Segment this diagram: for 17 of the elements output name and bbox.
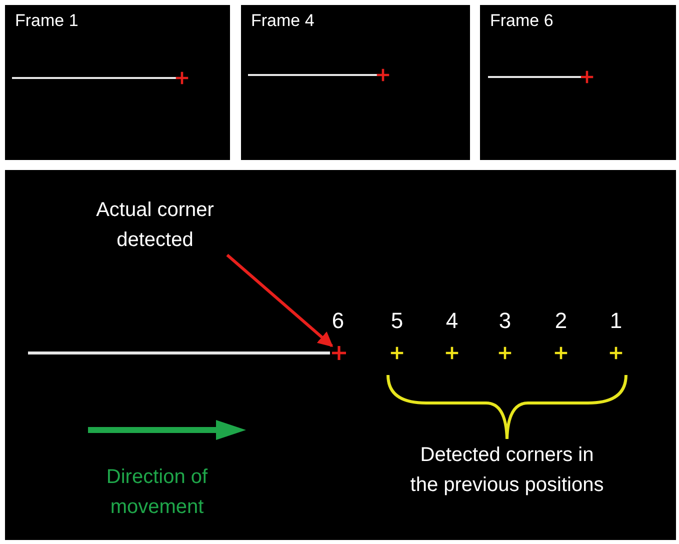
position-number: 4 <box>444 308 460 334</box>
cross-mark <box>331 345 347 361</box>
caption-text: Direction of movement <box>105 465 209 520</box>
caption-text: Detected corners in the previous positions <box>409 443 605 498</box>
position-number: 3 <box>498 308 512 334</box>
position-number: 2 <box>554 308 568 334</box>
position-number: 1 <box>608 308 624 334</box>
frame-title: Frame 4 <box>251 11 314 31</box>
frame-panel <box>5 5 230 160</box>
position-number: 6 <box>330 308 346 334</box>
frame-panel <box>480 5 676 160</box>
position-number: 5 <box>390 308 404 334</box>
frame-title: Frame 1 <box>15 11 78 31</box>
frame-panel <box>241 5 470 160</box>
annotation-text: Actual corner detected <box>60 195 250 255</box>
leader-arrow <box>226 254 334 348</box>
frame-title: Frame 6 <box>490 11 554 31</box>
